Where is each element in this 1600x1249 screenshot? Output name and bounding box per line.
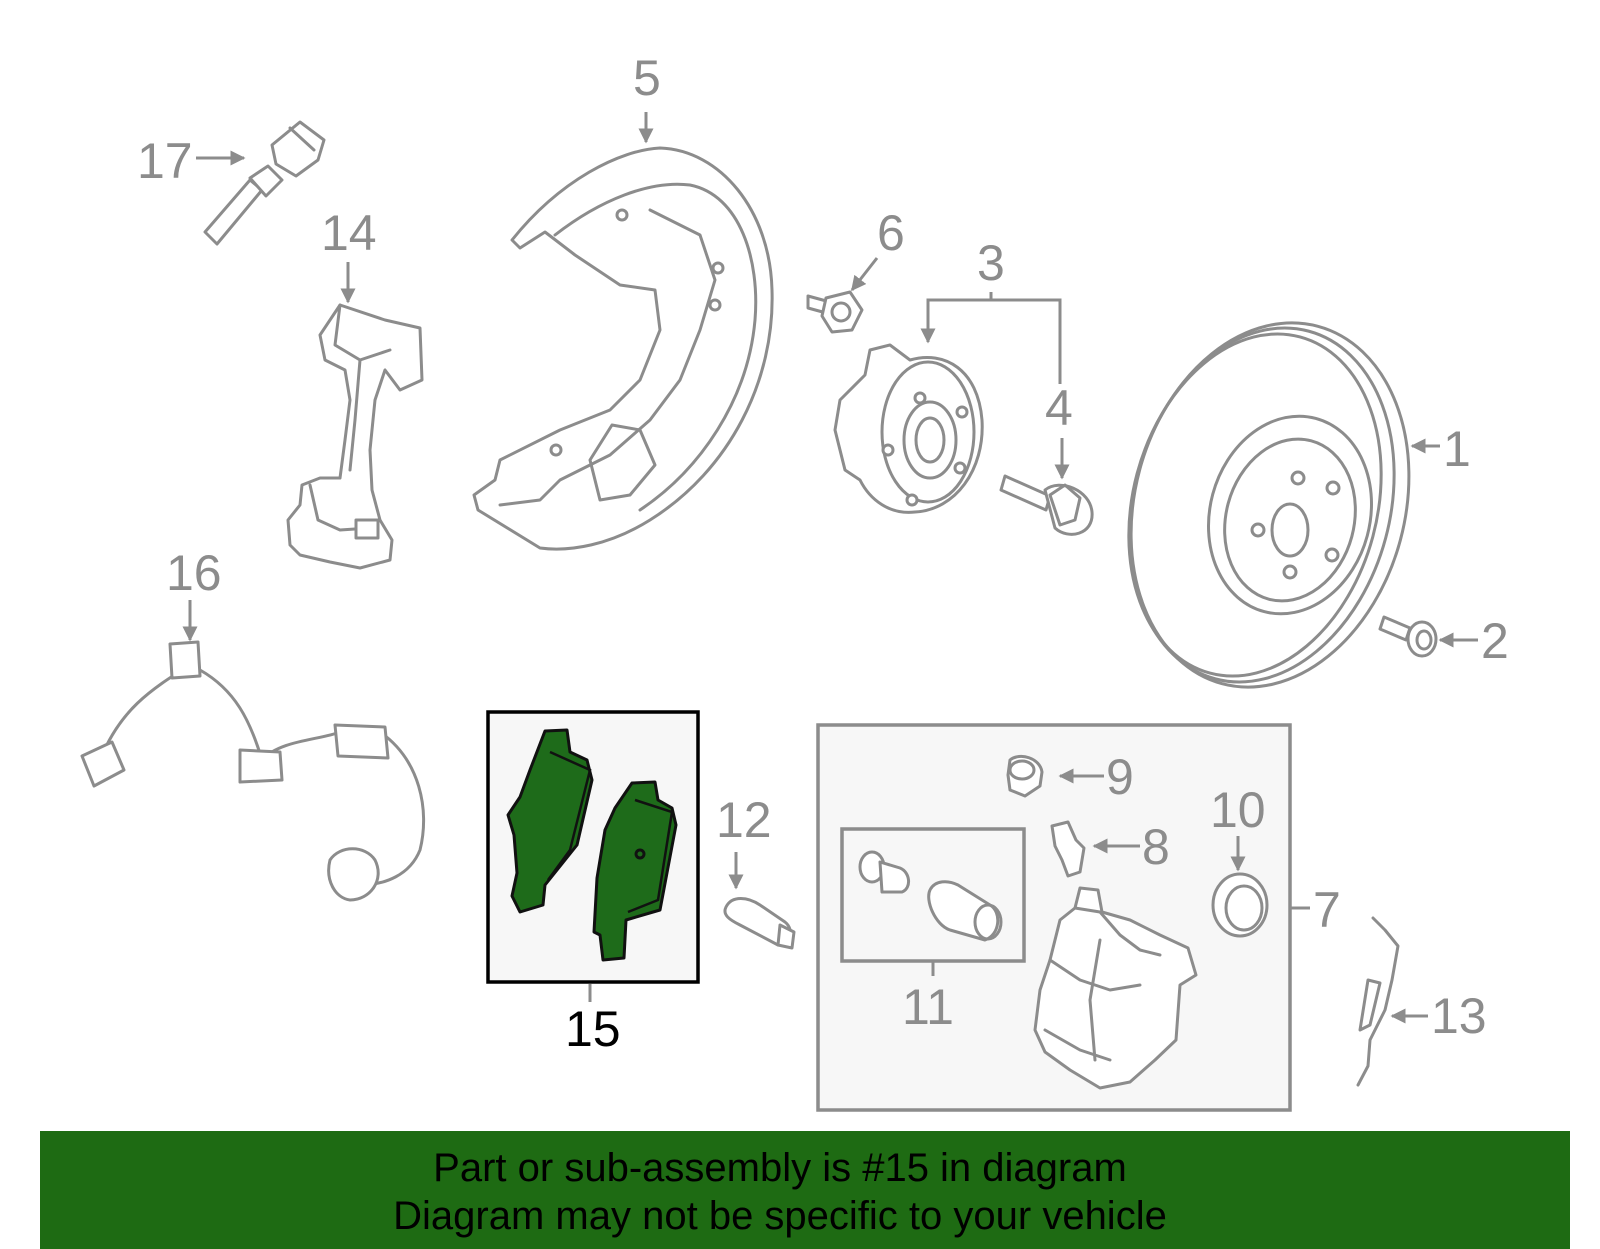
part-9-bleeder-cap[interactable]	[1006, 755, 1044, 798]
banner-line-part-reference: Part or sub-assembly is #15 in diagram	[433, 1146, 1127, 1190]
callout-5: 5	[633, 50, 661, 106]
callout-16: 16	[166, 545, 222, 601]
part-8-bleeder-screw[interactable]	[1050, 820, 1086, 878]
part-2-rotor-screw[interactable]	[1378, 615, 1438, 658]
part-12-guide-pin[interactable]	[723, 897, 796, 950]
part-13-anti-rattle-clip[interactable]	[1356, 916, 1400, 1087]
banner-line-disclaimer: Diagram may not be specific to your vehi…	[393, 1194, 1167, 1238]
callout-11: 11	[902, 979, 954, 1035]
part-11-guide-pin-kit[interactable]	[858, 850, 1003, 942]
callout-3: 3	[977, 235, 1005, 291]
callout-9: 9	[1106, 749, 1134, 805]
info-banner: Part or sub-assembly is #15 in diagram D…	[40, 1131, 1570, 1249]
callout-2: 2	[1481, 613, 1509, 669]
part-10-piston-seal[interactable]	[1211, 872, 1269, 938]
part-7-caliper[interactable]	[1033, 886, 1198, 1090]
part-17-sensor-bolt[interactable]	[203, 120, 326, 246]
callout-12: 12	[716, 792, 772, 848]
callout-17: 17	[137, 133, 193, 189]
callout-14: 14	[321, 205, 377, 261]
guide-pin-kit-box	[840, 827, 1026, 963]
callout-8: 8	[1142, 819, 1170, 875]
part-14-caliper-bracket[interactable]	[286, 303, 424, 570]
part-1-brake-rotor[interactable]	[1092, 291, 1449, 718]
part-3-hub-bearing[interactable]	[833, 343, 984, 514]
callout-1: 1	[1443, 421, 1471, 477]
callout-10: 10	[1210, 782, 1266, 838]
callout-6: 6	[877, 205, 905, 261]
callout-4: 4	[1045, 380, 1073, 436]
part-6-hub-bolt[interactable]	[806, 290, 864, 334]
part-16-abs-wire[interactable]	[80, 640, 426, 902]
part-4-hub-bolt[interactable]	[999, 474, 1094, 536]
callout-7: 7	[1313, 882, 1341, 938]
part-15-brake-pads[interactable]	[506, 728, 678, 962]
part-5-dust-shield[interactable]	[472, 146, 774, 551]
callout-15: 15	[565, 1001, 621, 1057]
callout-13: 13	[1431, 988, 1487, 1044]
